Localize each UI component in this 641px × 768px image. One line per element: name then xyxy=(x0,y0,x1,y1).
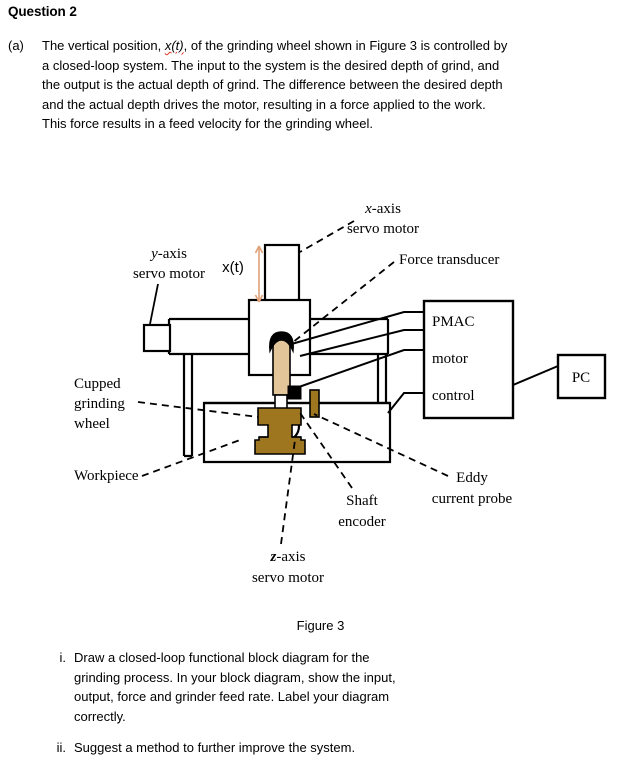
spindle-neck xyxy=(274,394,288,410)
svg-text:z-axis: z-axis xyxy=(269,549,305,565)
subitem-i-line-1: Draw a closed-loop functional block diag… xyxy=(74,650,370,665)
z-axis-suffix: -axis xyxy=(276,549,305,565)
label-eddy-current-probe: Eddy current probe xyxy=(432,470,513,507)
label-workpiece: Workpiece xyxy=(74,468,139,484)
figure-3-diagram: x-axis servo motor y-axis servo motor x(… xyxy=(0,188,641,598)
cupped-line3: wheel xyxy=(74,416,110,432)
svg-text:y-axis: y-axis xyxy=(149,246,187,262)
subitem-i-line-4: correctly. xyxy=(74,708,126,724)
eddy-line1: Eddy xyxy=(456,470,488,486)
leader-z-axis-servo xyxy=(280,439,296,545)
subitem-ii: ii. Suggest a method to further improve … xyxy=(40,738,525,758)
pc-box xyxy=(556,353,607,400)
shaft-line1: Shaft xyxy=(346,493,378,509)
pmac-motor-control-box xyxy=(422,299,515,420)
leader-force-transducer xyxy=(291,261,395,344)
leader-y-axis-servo xyxy=(149,283,159,325)
figure-caption: Figure 3 xyxy=(296,618,345,633)
pmac-line2: motor xyxy=(432,351,468,367)
pmac-line1: PMAC xyxy=(432,314,475,330)
x-axis-suffix: -axis xyxy=(372,201,401,217)
cupped-line2: grinding xyxy=(74,396,125,412)
leader-workpiece xyxy=(141,439,241,477)
cupped-line1: Cupped xyxy=(74,376,121,392)
subitem-ii-line-1: Suggest a method to further improve the … xyxy=(74,740,356,755)
pc-box-text: PC xyxy=(572,370,590,386)
pmac-line3: control xyxy=(432,388,475,404)
z-axis-servo-line2: servo motor xyxy=(252,570,324,586)
leader-x-axis-servo xyxy=(299,220,355,253)
force-transducer-cap xyxy=(269,331,294,354)
part-a-line-4: and the actual depth drives the motor, r… xyxy=(42,96,486,112)
subitem-i-line-2: grinding process. In your block diagram,… xyxy=(74,669,396,685)
part-a-marker: (a) xyxy=(8,38,24,53)
part-a-text: The vertical position, x(t), of the grin… xyxy=(42,36,633,134)
x-axis-servo-motor-body xyxy=(263,243,301,303)
leader-eddy-probe xyxy=(313,413,449,477)
left-frame-post xyxy=(182,354,194,458)
part-a-line-1: The vertical position, x(t), of the grin… xyxy=(42,36,633,56)
subitem-i: i. Draw a closed-loop functional block d… xyxy=(40,648,525,726)
label-y-axis-servo-motor: y-axis servo motor xyxy=(133,246,205,282)
lead-sensor-to-pmac-2 xyxy=(299,329,424,357)
eddy-line2: current probe xyxy=(432,491,513,507)
y-axis-servo-motor-box xyxy=(142,323,172,353)
y-axis-prefix: y xyxy=(149,246,158,262)
pmac-box-text: PMAC motor control xyxy=(432,314,475,404)
y-axis-servo-line2: servo motor xyxy=(133,266,205,282)
lead-encoder-to-pmac-3 xyxy=(295,349,424,389)
subitem-i-text: Draw a closed-loop functional block diag… xyxy=(74,648,525,726)
label-shaft-encoder: Shaft encoder xyxy=(338,493,385,530)
part-a-line-3: the output is the actual depth of grind.… xyxy=(42,77,503,92)
part-a-line-1-head: The vertical position, xyxy=(42,38,165,53)
subitem-ii-number: ii. xyxy=(56,740,66,755)
subitem-ii-text: Suggest a method to further improve the … xyxy=(74,738,525,758)
page-title: Question 2 xyxy=(8,4,77,19)
shaft-line2: encoder xyxy=(338,514,385,530)
cable-pmac-to-pc xyxy=(512,365,559,386)
subitem-i-number: i. xyxy=(59,650,67,665)
lead-force-transducer-to-pmac xyxy=(280,311,424,348)
subitem-i-line-3: output, force and grinder feed rate. Lab… xyxy=(74,689,390,704)
part-a-line-2: a closed-loop system. The input to the s… xyxy=(42,57,500,73)
leader-shaft-encoder xyxy=(297,409,353,489)
cupped-grinding-wheel xyxy=(254,407,306,455)
spindle-shaft xyxy=(272,337,291,396)
part-a-block: (a) The vertical position, x(t), of the … xyxy=(8,36,633,134)
eddy-probe-block xyxy=(287,385,302,400)
lead-eddy-probe-to-pmac-4 xyxy=(387,392,424,414)
label-xt-annotation: x(t) xyxy=(222,259,244,276)
x-axis-prefix: x xyxy=(364,201,372,217)
leader-cupped-wheel xyxy=(137,401,259,418)
y-axis-suffix: -axis xyxy=(158,246,187,262)
gantry-beam-outline xyxy=(167,317,390,356)
variable-xt: x(t) xyxy=(164,38,184,53)
z-axis-prefix: z xyxy=(269,549,276,565)
label-z-axis-servo-motor: z-axis servo motor xyxy=(252,549,324,586)
label-cupped-grinding-wheel: Cupped grinding wheel xyxy=(74,376,125,432)
label-x-axis-servo-motor: x-axis servo motor xyxy=(347,201,419,237)
label-force-transducer: Force transducer xyxy=(399,252,499,268)
part-a-line-1-tail: , of the grinding wheel shown in Figure … xyxy=(183,38,508,53)
svg-text:x-axis: x-axis xyxy=(364,201,401,217)
probe-bar xyxy=(309,389,320,418)
subitems-list: i. Draw a closed-loop functional block d… xyxy=(40,648,525,758)
part-a-line-5: This force results in a feed velocity fo… xyxy=(42,116,373,131)
xt-arrow xyxy=(254,245,264,303)
x-axis-servo-line2: servo motor xyxy=(347,221,419,237)
